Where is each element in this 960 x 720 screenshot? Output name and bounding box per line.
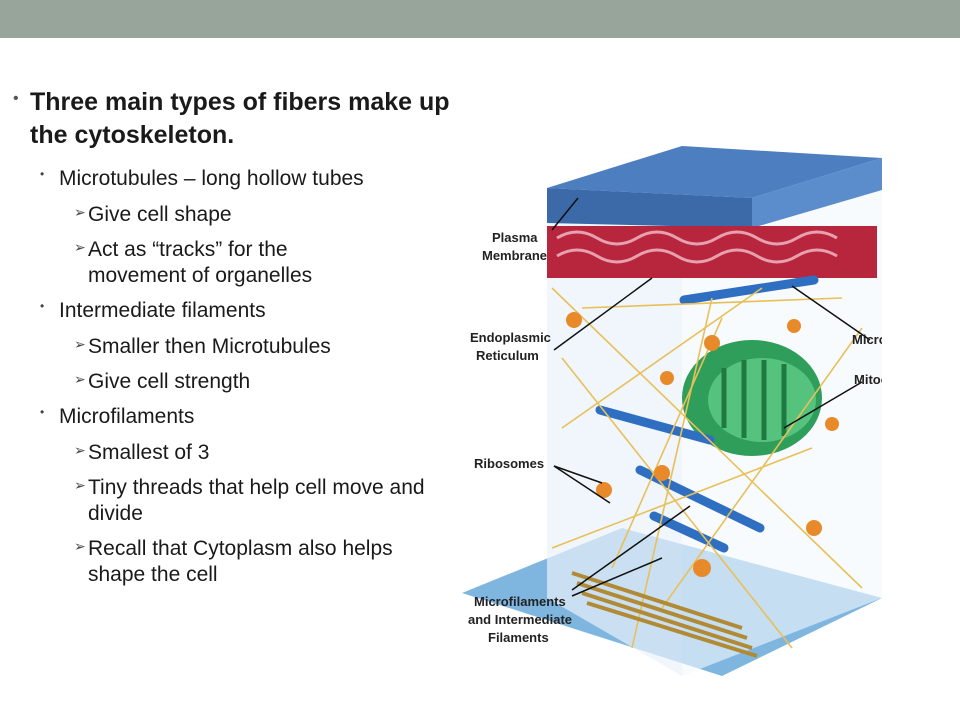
pointer-lines [551,197,871,597]
bullet-text: Smaller then Microtubules [88,335,331,358]
label-plasma: Plasma [492,230,538,245]
microfilament-bundle [571,571,758,658]
bullet-text: Give cell strength [88,370,251,393]
arrow-bullet-icon: ➢ [74,239,86,255]
bullet-text: Microfilaments [59,405,195,428]
er-folds [556,230,838,264]
arrow-bullet-icon: ➢ [74,477,86,493]
arrow-bullet-icon: ➢ [74,336,86,352]
intermediate-filaments [551,287,863,649]
bullet-text: Tiny threads that help cell move and div… [88,476,425,525]
label-mitochondrion: Mitochondrion [854,372,882,387]
bullet-text: Recall that Cytoplasm also helps shape t… [88,537,393,586]
bullet-dot-icon: • [40,299,45,313]
sub-bullet: ➢ Give cell strength [0,369,470,395]
label-ribosomes: Ribosomes [474,456,544,471]
microtubules [595,275,819,553]
plasma-membrane-edge [547,188,752,228]
mitochondrion-cristae [721,360,787,440]
sub-bullet: ➢ Give cell shape [0,202,470,228]
bullet-dot-icon: • [40,405,45,419]
label-and-intermediate: and Intermediate [468,612,572,627]
bullet-text: Smallest of 3 [88,441,210,464]
arrow-bullet-icon: ➢ [74,204,86,220]
cytoskeleton-diagram: Plasma Membrane Endoplasmic Reticulum Ri… [462,146,882,676]
label-filaments: Filaments [488,630,549,645]
bullet-dot-icon: • [13,90,19,107]
er-band [547,226,877,278]
arrow-bullet-icon: ➢ [74,442,86,458]
label-microfilaments: Microfilaments [474,594,566,609]
bullet-microtubules: • Microtubules – long hollow tubes [0,166,470,192]
bullet-list: • Three main types of fibers make up the… [0,86,470,597]
bullet-intermediate-filaments: • Intermediate filaments [0,298,470,324]
sub-bullet: ➢ Recall that Cytoplasm also helps shape… [0,536,470,588]
bullet-text: Give cell shape [88,203,232,226]
ribosomes [566,312,839,577]
bullet-text: Microtubules – long hollow tubes [59,167,364,190]
label-microtubule: Microtubule [852,332,882,347]
title-bar [0,0,960,38]
bullet-dot-icon: • [40,167,45,181]
sub-bullet: ➢ Smallest of 3 [0,440,470,466]
sub-bullet: ➢ Smaller then Microtubules [0,334,470,360]
bullet-text: Intermediate filaments [59,299,266,322]
arrow-bullet-icon: ➢ [74,371,86,387]
bullet-main: • Three main types of fibers make up the… [0,86,470,152]
bullet-text: Three main types of fibers make up the c… [30,88,450,149]
sub-bullet: ➢ Act as “tracks” for the movement of or… [0,237,470,289]
plasma-membrane-top [547,146,882,198]
label-reticulum: Reticulum [476,348,539,363]
label-membrane: Membrane [482,248,547,263]
plasma-membrane-edge-side [752,158,882,228]
bullet-microfilaments: • Microfilaments [0,404,470,430]
bullet-text: Act as “tracks” for the movement of orga… [88,238,313,287]
arrow-bullet-icon: ➢ [74,538,86,554]
sub-bullet: ➢ Tiny threads that help cell move and d… [0,475,470,527]
label-endoplasmic: Endoplasmic [470,330,551,345]
